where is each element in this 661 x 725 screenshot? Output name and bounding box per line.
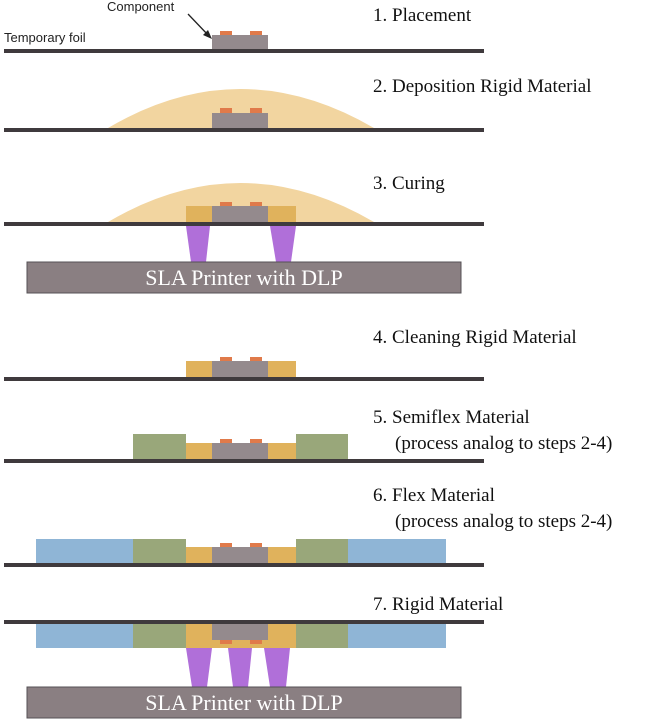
component-pointer-arrow [187,13,210,37]
step-6-note: (process analog to steps 2-4) [395,511,613,532]
component-pad [250,357,262,361]
component-pad [250,108,262,113]
component-pad [220,108,232,113]
step-2-figure [4,89,484,132]
step-4-figure [4,357,484,381]
light-beam [270,226,296,262]
step-4-title: 4. Cleaning Rigid Material [373,327,577,348]
step-5-title: 5. Semiflex Material [373,407,530,428]
flex-material [36,539,133,563]
component-pad [220,543,232,547]
temporary-foil [4,49,484,53]
flex-material [36,624,133,648]
component-pad [220,202,232,206]
step-1-title: 1. Placement [373,5,472,26]
semiflex-material [133,624,186,648]
step-3-title: 3. Curing [373,173,445,194]
sla-printer [26,261,462,294]
component-pad [220,357,232,361]
component-body [212,624,268,640]
temporary-foil [4,377,484,381]
component-pointer-arrowhead [203,30,212,39]
flex-material [348,539,446,563]
step-3-figure: SLA Printer with DLP [4,183,484,294]
light-beam [186,648,212,687]
step-7-figure: SLA Printer with DLP [4,620,484,719]
temporary-foil [4,620,484,624]
temporary-foil [4,222,484,226]
semiflex-material [296,434,348,459]
liquid-rigid-resin [108,89,374,128]
flex-material [348,624,446,648]
light-beam [186,226,210,262]
semiflex-material [133,539,186,563]
light-beam [228,648,252,687]
step-6-title: 6. Flex Material [373,485,495,506]
semiflex-material [296,624,348,648]
component-body [212,547,268,563]
step-7-title: 7. Rigid Material [373,594,504,615]
semiflex-material [296,539,348,563]
component-pad [250,31,262,35]
light-beam [264,648,290,687]
component-pad [220,31,232,35]
component-pad [250,543,262,547]
temporary-foil [4,459,484,463]
temporary-foil [4,128,484,132]
step-2-title: 2. Deposition Rigid Material [373,76,592,97]
component-body [212,35,268,49]
component-body [212,361,268,377]
sla-printer-label: SLA Printer with DLP [145,690,342,715]
temporary-foil-label: Temporary foil [4,30,86,45]
liquid-rigid-resin [108,183,374,222]
semiflex-material [133,434,186,459]
component-body [212,113,268,128]
component-pad [250,439,262,443]
component-body [212,206,268,222]
sla-printer [26,686,462,719]
temporary-foil [4,563,484,567]
step-1-figure [4,13,484,53]
component-pad [220,439,232,443]
step-5-note: (process analog to steps 2-4) [395,433,613,454]
step-5-figure [4,434,484,463]
component-label: Component [107,0,175,14]
component-pad [250,640,262,644]
component-pad [250,202,262,206]
step-6-figure [4,539,484,567]
component-body [212,443,268,459]
sla-printer-label: SLA Printer with DLP [145,265,342,290]
component-pad [220,640,232,644]
